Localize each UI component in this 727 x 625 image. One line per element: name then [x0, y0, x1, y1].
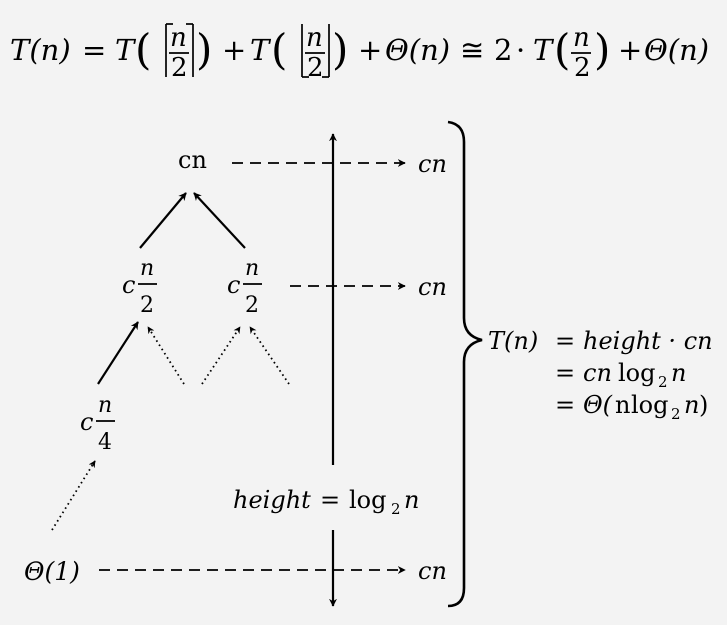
half-denominator: 2 [574, 53, 591, 83]
floor-denominator: 2 [307, 53, 324, 83]
paren-open: ( [135, 25, 151, 74]
ceil-denominator: 2 [171, 53, 188, 83]
total-line1: height · cn [583, 327, 713, 355]
recursion-tree: cn c n 2 c n 2 c n 4 Θ(1) [24, 146, 290, 586]
equals-sign: = [555, 391, 575, 419]
theta-n-term: Θ(n) [644, 33, 709, 67]
equals-sign: = [555, 359, 575, 387]
half-numerator: n [573, 23, 590, 53]
recurrence-lhs: T(n) [10, 33, 71, 67]
height-log-base: 2 [391, 500, 401, 518]
level1-left-node: c n 2 [122, 256, 157, 318]
total-line3-base: 2 [671, 405, 681, 423]
total-lhs: T(n) [488, 327, 538, 355]
equals-sign: = [555, 327, 575, 355]
right-curly-brace [447, 120, 483, 608]
floor-numerator: n [306, 23, 323, 53]
t-half: T [533, 33, 555, 67]
edge-right-to-root [193, 192, 246, 249]
approx-sign: ≅ [460, 33, 484, 67]
node-coefficient: c [80, 408, 93, 436]
total-line2-base: 2 [658, 373, 668, 391]
t-floor: T [250, 33, 272, 67]
height-log-arg: n [404, 486, 419, 514]
plus-sign: + [222, 33, 246, 67]
edge-left-to-root [139, 192, 187, 249]
node-denominator: 2 [245, 293, 259, 318]
level-cost-0: cn [418, 150, 447, 178]
t-ceil: T [115, 33, 137, 67]
equals-sign: = [82, 33, 106, 67]
total-line2-coef: cn [583, 359, 612, 387]
leaf-label: Θ(1) [24, 557, 80, 586]
total-line3-log: log [631, 391, 669, 419]
plus-sign: + [358, 33, 382, 67]
level-cost-leaves: cn [418, 557, 447, 585]
coefficient-two: 2 [494, 33, 512, 67]
paren-close: ) [594, 25, 610, 74]
total-line3-close: ) [699, 391, 708, 419]
total-line3-arg: n [684, 391, 699, 419]
dotted-edge-to-level2 [51, 460, 96, 531]
total-line2-log: log [618, 359, 656, 387]
total-line3-n: n [615, 391, 630, 419]
total-line3-open: Θ( [583, 391, 613, 419]
level1-right-node: c n 2 [227, 256, 262, 318]
level-cost-1: cn [418, 273, 447, 301]
recurrence-equation: T(n) = T ( n 2 ) + T ( n 2 ) + Θ(n) ≅ 2 … [10, 23, 709, 83]
root-node-label: cn [178, 146, 207, 174]
theta-n-term: Θ(n) [385, 33, 450, 67]
edge-to-left-child [97, 321, 139, 385]
level-cost-arrows: cn cn cn [99, 150, 447, 585]
height-log: log [349, 486, 387, 514]
height-indicator: height = log 2 n [233, 133, 419, 607]
dotted-edge [201, 326, 241, 385]
ceil-numerator: n [170, 23, 187, 53]
equals-sign: = [320, 486, 340, 514]
paren-open: ( [271, 25, 287, 74]
node-numerator: n [245, 256, 259, 281]
total-cost-derivation: T(n) = height · cn = cn log 2 n = Θ( n l… [488, 327, 713, 423]
paren-close: ) [332, 25, 348, 74]
node-coefficient: c [122, 271, 135, 299]
node-denominator: 4 [98, 430, 112, 455]
dot-operator: · [516, 33, 525, 67]
height-word: height [233, 486, 311, 514]
dotted-edge [147, 326, 185, 385]
paren-close: ) [196, 25, 212, 74]
total-line2-arg: n [671, 359, 686, 387]
plus-sign: + [618, 33, 642, 67]
dotted-edge [249, 326, 290, 385]
node-numerator: n [98, 393, 112, 418]
paren-open: ( [554, 25, 570, 74]
level2-node: c n 4 [80, 393, 115, 455]
node-coefficient: c [227, 271, 240, 299]
node-numerator: n [140, 256, 154, 281]
node-denominator: 2 [140, 293, 154, 318]
